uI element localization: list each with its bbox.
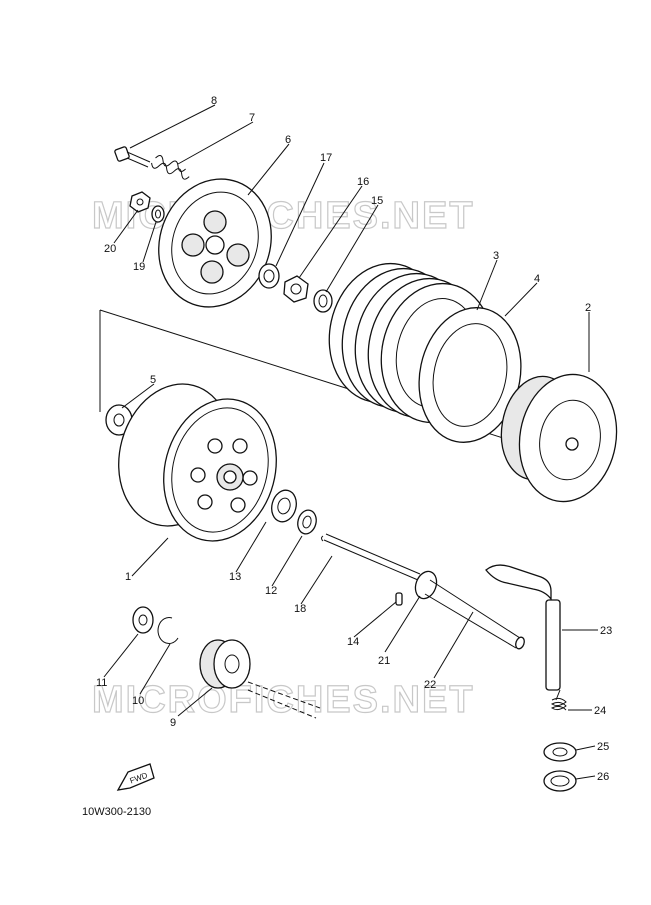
part-22-kick-shaft[interactable] [412, 568, 526, 650]
callout-25: 25 [597, 741, 609, 753]
fwd-arrow-icon: FWD [116, 763, 155, 791]
callout-numbers: 8 7 6 20 19 17 16 15 3 4 2 5 1 13 12 18 … [96, 95, 612, 783]
part-26-oil-seal[interactable] [543, 770, 577, 792]
callout-13: 13 [229, 571, 241, 583]
callout-26: 26 [597, 771, 609, 783]
part-24-torsion-spring[interactable] [551, 689, 567, 711]
callout-15: 15 [371, 195, 383, 207]
callout-8: 8 [211, 95, 217, 107]
callout-6: 6 [285, 134, 291, 146]
part-1-clutch-housing[interactable] [103, 371, 292, 554]
leader-lines [103, 104, 598, 780]
callout-5: 5 [150, 374, 156, 386]
callout-14: 14 [347, 636, 359, 648]
callout-3: 3 [493, 250, 499, 262]
part-25-washer[interactable] [543, 742, 577, 762]
part-13-washer[interactable] [268, 487, 299, 524]
part-11-nut[interactable] [132, 606, 154, 634]
part-2-clutch-boss[interactable] [494, 367, 627, 510]
callout-10: 10 [132, 695, 144, 707]
diagram-code: 10W300-2130 [82, 806, 151, 818]
part-15-lock-washer[interactable] [313, 289, 333, 313]
part-20-nut[interactable] [129, 191, 151, 213]
part-18-push-rod[interactable] [321, 533, 421, 581]
part-3-friction-plates[interactable] [317, 253, 506, 433]
callout-11: 11 [96, 677, 107, 689]
callout-24: 24 [594, 705, 606, 717]
watermark-bottom: MICROFICHES.NET [92, 679, 475, 721]
part-7-spring[interactable] [150, 154, 192, 181]
part-8-bolt[interactable] [114, 146, 151, 168]
callout-22: 22 [424, 679, 436, 691]
callout-2: 2 [585, 302, 591, 314]
callout-16: 16 [357, 176, 369, 188]
callout-4: 4 [534, 273, 540, 285]
part-9-pinion-gear[interactable] [199, 639, 321, 719]
part-4-clutch-plate[interactable] [407, 298, 533, 452]
callout-18: 18 [294, 603, 306, 615]
watermark-top: MICROFICHES.NET [92, 195, 475, 237]
callout-9: 9 [170, 717, 176, 729]
part-19-washer[interactable] [151, 205, 165, 223]
part-14-pin[interactable] [395, 592, 403, 606]
callout-21: 21 [378, 655, 390, 667]
callout-7: 7 [249, 112, 255, 124]
callout-23: 23 [600, 625, 612, 637]
callout-20: 20 [104, 243, 116, 255]
callout-1: 1 [125, 571, 131, 583]
callout-12: 12 [265, 585, 277, 597]
part-16-nut[interactable] [283, 275, 309, 303]
part-12-washer[interactable] [295, 508, 319, 536]
callout-19: 19 [133, 261, 145, 273]
part-10-circlip[interactable] [157, 617, 179, 644]
callout-17: 17 [320, 152, 332, 164]
part-17-nut[interactable] [258, 263, 280, 289]
part-23-release-lever[interactable] [485, 564, 561, 691]
part-6-pressure-plate[interactable] [141, 163, 289, 323]
